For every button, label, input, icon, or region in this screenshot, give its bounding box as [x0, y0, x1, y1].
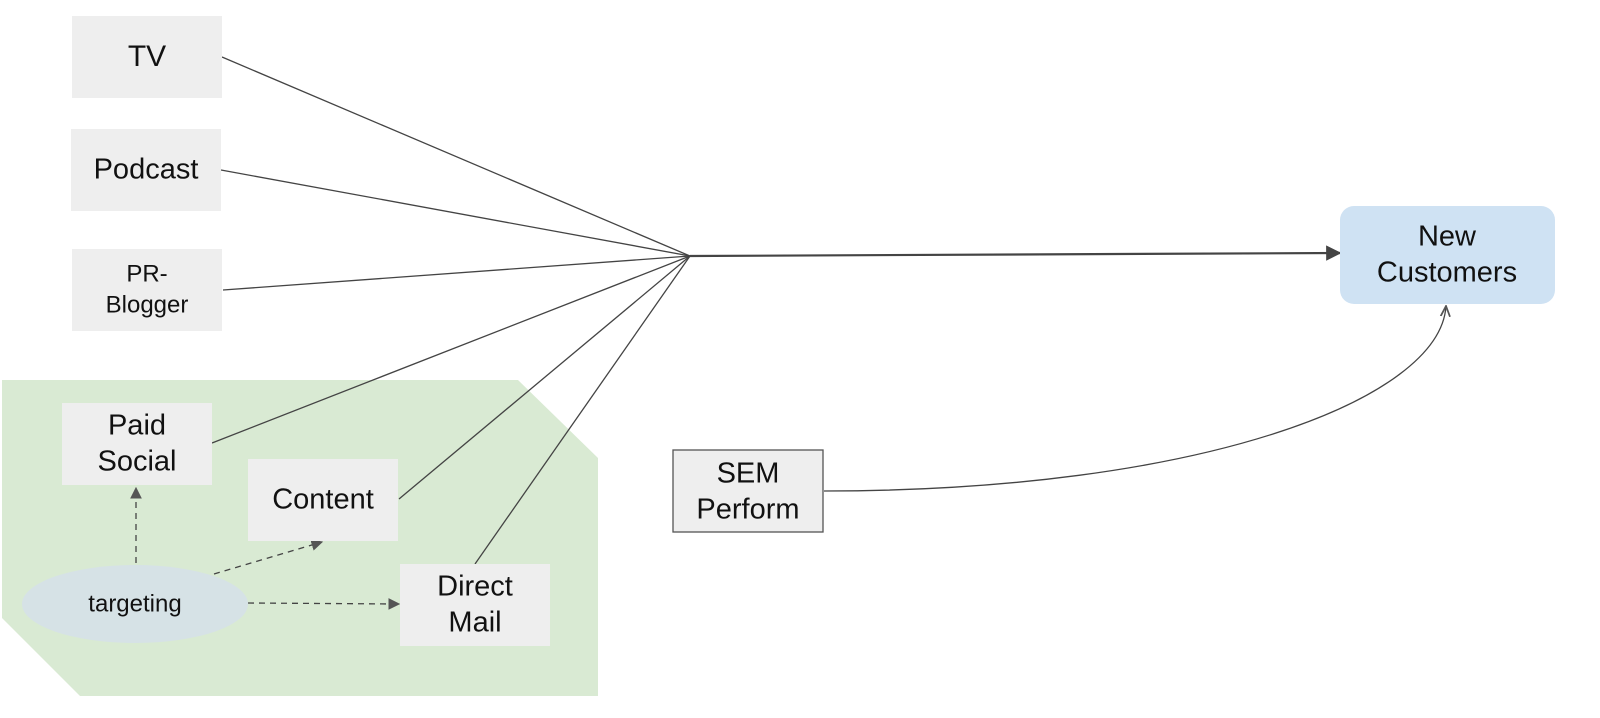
- edge-direct-mail: [474, 255, 691, 565]
- node-tv: TV: [72, 16, 222, 98]
- node-sem-line1: SEM: [717, 458, 780, 490]
- node-new-customers-line1: New: [1418, 221, 1477, 253]
- edge-content: [398, 255, 691, 500]
- edge-tv: [221, 56, 691, 257]
- node-direct-mail: Direct Mail: [400, 564, 550, 646]
- edge-targeting-direct-mail: [247, 598, 401, 610]
- node-pr-blogger-line1: PR-: [126, 260, 167, 287]
- node-content-label: Content: [272, 484, 374, 516]
- node-direct-mail-line2: Mail: [448, 607, 501, 639]
- node-tv-label: TV: [128, 40, 166, 73]
- node-paid-social: Paid Social: [62, 403, 212, 485]
- channel-edges: [211, 56, 691, 565]
- node-targeting: targeting: [22, 565, 248, 643]
- targeting-edges: [130, 486, 401, 610]
- node-sem-perform: SEM Perform: [672, 449, 824, 533]
- node-targeting-label: targeting: [88, 590, 181, 617]
- edge-paid-social: [211, 255, 691, 444]
- edge-sem-to-new-customers: [823, 306, 1446, 492]
- edge-pr-blogger: [222, 255, 691, 291]
- node-pr-blogger: PR- Blogger: [72, 249, 222, 331]
- node-direct-mail-line1: Direct: [437, 571, 513, 603]
- node-paid-social-line1: Paid: [108, 410, 166, 442]
- node-sem-line2: Perform: [696, 494, 799, 526]
- edge-targeting-content: [213, 539, 324, 575]
- edge-podcast: [220, 169, 691, 257]
- node-podcast-label: Podcast: [94, 154, 199, 186]
- edge-to-new-customers: [689, 245, 1342, 261]
- node-new-customers-line2: Customers: [1377, 257, 1517, 289]
- node-pr-blogger-line2: Blogger: [106, 291, 189, 318]
- node-new-customers: New Customers: [1340, 206, 1555, 304]
- node-content: Content: [248, 459, 398, 541]
- node-paid-social-line2: Social: [98, 446, 177, 478]
- node-podcast: Podcast: [71, 129, 221, 211]
